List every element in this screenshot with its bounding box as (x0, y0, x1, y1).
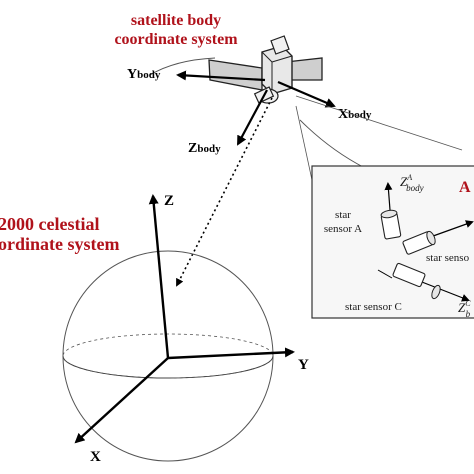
sat-to-earth-dotted-line (176, 97, 273, 287)
orbit-arc-right (299, 119, 366, 169)
cel-y-axis-arrow (167, 347, 295, 360)
sat-x-axis-label: Xbody (338, 107, 372, 122)
star-sensor-a-label-line1: star (335, 209, 351, 221)
cel-x-axis-label: X (90, 449, 101, 465)
equator-front (62, 355, 274, 379)
sat-y-axis-label: Ybody (127, 67, 161, 82)
cel-z-axis-label: Z (164, 193, 174, 209)
callout-line-bottom (295, 105, 313, 181)
sat-z-axis-label: Zbody (188, 141, 221, 156)
cel-y-axis-label: Y (298, 357, 309, 373)
star-sensor-a-icon (380, 182, 402, 240)
star-sensor-a-label-line2: sensor A (324, 223, 362, 235)
inset-heading: A (459, 179, 471, 196)
cel-z-axis-arrow (148, 194, 170, 359)
cel-x-axis-arrow (74, 357, 169, 444)
star-sensor-b-icon (402, 220, 474, 255)
satellite-title-line2: coordinate system (114, 31, 238, 48)
orbit-arc-left (149, 57, 216, 76)
sat-x-axis-arrow (277, 80, 336, 108)
sat-y-axis-arrow (176, 70, 266, 82)
sat-z-axis-arrow (237, 89, 268, 146)
callout-line-top (295, 95, 463, 151)
satellite-title-line1: satellite body (131, 12, 221, 29)
celestial-title-line1: 2000 celestial (0, 214, 99, 234)
celestial-title-line2: ordinate system (0, 234, 119, 254)
star-sensor-c-label: star sensor C (345, 301, 402, 313)
satellite-icon (208, 35, 323, 104)
star-sensor-b-label: star senso (426, 252, 470, 264)
star-sensor-c-icon (392, 262, 470, 302)
